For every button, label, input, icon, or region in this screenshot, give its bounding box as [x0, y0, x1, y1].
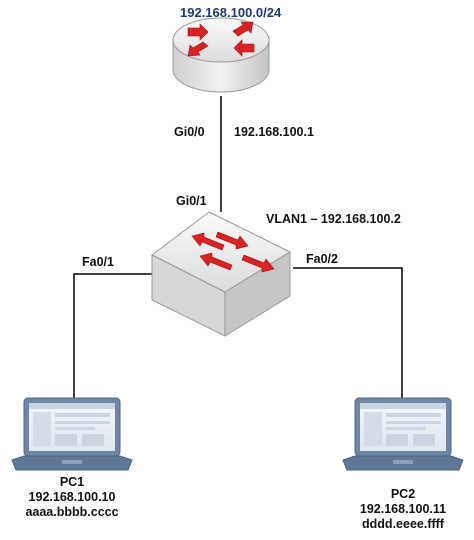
switch-arrow-3	[241, 254, 275, 273]
switch-port-right-label: Fa0/2	[306, 252, 338, 266]
router-arrow-3	[232, 21, 254, 37]
laptop-icon-pc2	[342, 397, 464, 471]
links	[73, 96, 403, 398]
switch-uplink-label: Gi0/1	[176, 194, 207, 208]
subnet-label: 192.168.100.0/24	[180, 5, 282, 20]
pc1-mac: aaaa.bbbb.cccc	[25, 505, 119, 519]
pc2-ip: 192.168.100.11	[359, 502, 447, 516]
pc2-name: PC2	[390, 487, 416, 501]
switch-vlan-label: VLAN1 – 192.168.100.2	[266, 212, 401, 226]
router-icon	[172, 17, 270, 93]
router-arrow-4	[187, 41, 209, 57]
pc1-ip: 192.168.100.10	[28, 490, 116, 504]
router-arrow-1	[187, 23, 209, 41]
switch-port-left-label: Fa0/1	[82, 255, 114, 269]
switch-arrow-2	[191, 232, 225, 251]
laptop-icon-pc1	[11, 397, 133, 471]
switch-arrow-1	[215, 231, 249, 250]
router-arrow-2	[233, 39, 255, 57]
pc2-mac: dddd.eeee.ffff	[362, 517, 444, 531]
switch-pc1-link	[73, 273, 152, 398]
switch-pc2-link	[293, 267, 403, 398]
router-ip-label: 192.168.100.1	[234, 125, 314, 139]
router-interface-label: Gi0/0	[174, 125, 205, 139]
switch-arrow-4	[199, 252, 233, 271]
pc1-name: PC1	[59, 475, 85, 489]
switch-icon	[151, 211, 292, 337]
